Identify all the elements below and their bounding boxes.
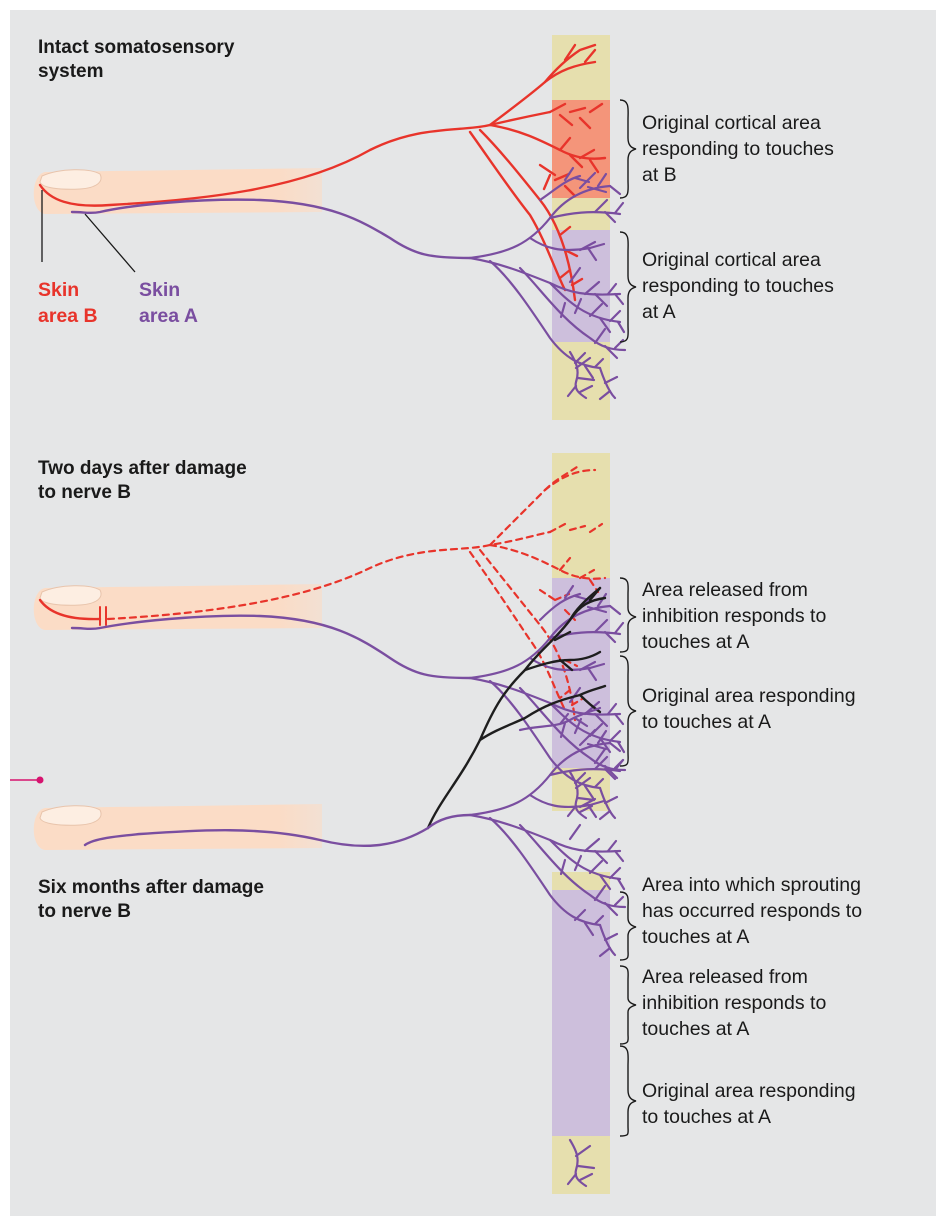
skin-area-a-label: Skin area A bbox=[139, 277, 198, 329]
label-released-area: Area released from inhibition responds t… bbox=[642, 964, 826, 1042]
panel-intact bbox=[34, 35, 636, 420]
cortical-area-a bbox=[552, 230, 610, 342]
marker-dot bbox=[37, 777, 44, 784]
panel-2-title: Two days after damage to nerve B bbox=[38, 457, 247, 505]
finger bbox=[34, 584, 322, 630]
panel-1-title: Intact somatosensory system bbox=[38, 36, 234, 84]
label-original-area-b: Original cortical area responding to tou… bbox=[642, 110, 834, 188]
label-original-area-a: Original area responding to touches at A bbox=[642, 683, 856, 735]
label-released-area: Area released from inhibition responds t… bbox=[642, 577, 826, 655]
label-braces bbox=[620, 892, 636, 1136]
finger bbox=[34, 168, 322, 214]
nerve-a bbox=[85, 708, 625, 1186]
skin-area-b-label: Skin area B bbox=[38, 277, 98, 329]
label-original-area-a: Original cortical area responding to tou… bbox=[642, 247, 834, 325]
label-sprouting-area: Area into which sprouting has occurred r… bbox=[642, 872, 862, 950]
panel-two-days bbox=[34, 453, 636, 819]
label-braces bbox=[620, 578, 636, 766]
panel-3-title: Six months after damage to nerve B bbox=[38, 876, 264, 924]
finger bbox=[34, 804, 322, 850]
label-original-area-a: Original area responding to touches at A bbox=[642, 1078, 856, 1130]
label-braces bbox=[620, 100, 636, 342]
